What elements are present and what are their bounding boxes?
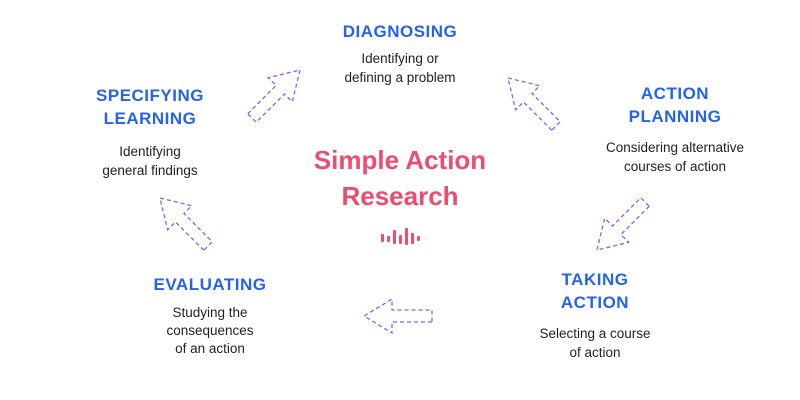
node-taking-action: TAKING ACTION Selecting a course of acti… xyxy=(505,268,685,362)
node-description: Studying the consequences of an action xyxy=(166,305,254,356)
arrow-diagnosing-to-planning xyxy=(495,65,569,139)
node-description: Identifying general findings xyxy=(102,144,198,178)
node-title: TAKING ACTION xyxy=(560,270,630,312)
arrow-evaluating-to-specifying xyxy=(147,185,221,259)
node-title: ACTION PLANNING xyxy=(628,84,722,126)
node-description: Selecting a course of action xyxy=(539,326,651,360)
node-action-planning: ACTION PLANNING Considering alternative … xyxy=(585,82,765,176)
node-title: EVALUATING xyxy=(153,275,267,294)
brand-logo-icon xyxy=(381,228,420,245)
arrow-taking-action-to-evaluating xyxy=(363,298,433,334)
node-diagnosing: DIAGNOSING Identifying or defining a pro… xyxy=(300,20,500,87)
center-title: Simple Action Research xyxy=(313,145,487,211)
node-evaluating: EVALUATING Studying the consequences of … xyxy=(110,273,310,358)
node-description: Identifying or defining a problem xyxy=(344,51,456,85)
arrow-planning-to-taking-action xyxy=(584,189,658,263)
node-specifying-learning: SPECIFYING LEARNING Identifying general … xyxy=(65,84,235,180)
node-title: DIAGNOSING xyxy=(342,22,458,41)
node-description: Considering alternative courses of actio… xyxy=(605,140,745,174)
node-title: SPECIFYING LEARNING xyxy=(96,86,204,128)
